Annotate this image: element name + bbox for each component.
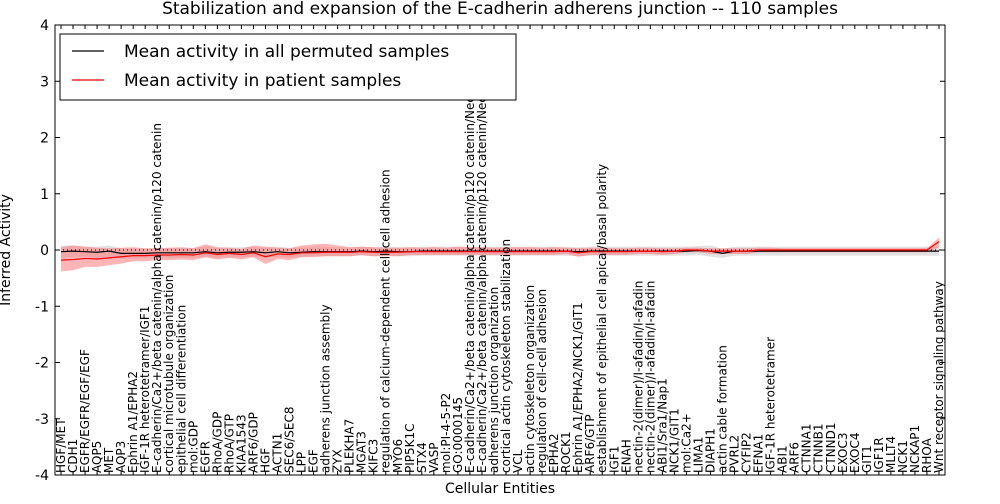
x-tick-label: RhoA/GDP	[210, 412, 224, 473]
x-tick-label: CYFIP2	[740, 432, 754, 473]
x-tick-label: Ephrin A1/EPHA2/NCK1/GIT1	[571, 302, 585, 473]
x-tick-label: nectin-2(dimer)/I-afadin/I-afadin	[643, 281, 657, 473]
x-tick-label: E-cadherin/Ca2+/beta catenin/alpha caten…	[463, 80, 477, 473]
x-tick-label: cortical actin cytoskeleton stabilizatio…	[499, 239, 513, 473]
x-tick-label: VCL	[511, 449, 525, 473]
x-tick-label: IGF-1R heterotetramer	[764, 337, 778, 473]
x-tick-label: establishment of epithelial cell apical/…	[595, 164, 609, 473]
x-tick-label: EGFR	[198, 441, 212, 473]
x-tick-label: DIAPH1	[703, 428, 717, 473]
legend-box	[59, 33, 517, 101]
x-tick-label: HGF/MET	[54, 418, 68, 473]
y-tick-label: -3	[35, 412, 49, 428]
plot-frame	[54, 24, 946, 476]
y-tick-label: 4	[40, 18, 49, 34]
y-axis-label: Inferred Activity	[0, 194, 14, 306]
x-tick-label: RHOA	[920, 437, 934, 473]
series-line-patient	[60, 241, 940, 261]
x-tick-label: ROCK1	[559, 431, 573, 473]
y-tick-label: -4	[35, 468, 49, 484]
x-tick-label: NCK1/GIT1	[667, 408, 681, 473]
x-tick-label: MLLT4	[884, 436, 898, 473]
chart-title: Stabilization and expansion of the E-cad…	[162, 0, 838, 19]
x-tick-label: actin cable formation	[716, 345, 730, 473]
x-tick-label: adherens junction assembly	[319, 304, 333, 473]
x-tick-label: Wnt receptor signaling pathway	[932, 281, 946, 473]
x-tick-label: MYO6	[391, 439, 405, 473]
x-tick-label: NCKAP1	[908, 425, 922, 473]
x-tick-label: NCK1	[896, 440, 910, 473]
legend: Mean activity in all permuted samples Me…	[59, 33, 517, 101]
x-tick-label: AQP5	[90, 441, 104, 473]
x-tick-label: IGF1R	[872, 437, 886, 473]
confidence-band-patient	[61, 237, 939, 272]
x-tick-label: AQP3	[114, 441, 128, 473]
x-tick-label: MGAT3	[355, 431, 369, 473]
x-tick-label: Ephrin A1/EPHA2	[126, 371, 140, 473]
x-tick-label: IGF1	[607, 446, 621, 473]
x-tick-label: EGF	[307, 449, 321, 473]
x-tick-label: EFNA1	[752, 434, 766, 473]
x-tick-label: epithelial cell differentiation	[174, 305, 188, 473]
legend-label-permuted: Mean activity in all permuted samples	[124, 42, 449, 62]
x-tick-label: cortical microtubule organization	[162, 275, 176, 473]
x-tick-label: IGF-1R heterotetramer/IGF1	[138, 306, 152, 473]
x-tick-label: PLEKHA7	[343, 419, 357, 473]
x-tick-label: regulation of cell-cell adhesion	[535, 289, 549, 473]
x-tick-label: E-cadherin/Ca2+/beta catenin/alpha caten…	[475, 80, 489, 473]
y-tick-label: 0	[40, 243, 49, 259]
x-tick-label: ZYX	[331, 449, 345, 473]
x-tick-label: E-cadherin/Ca2+/beta catenin/alpha caten…	[150, 123, 164, 473]
x-tick-label: CDH1	[66, 439, 80, 473]
x-tick-label: EPHA2	[547, 433, 561, 473]
legend-label-patient: Mean activity in patient samples	[124, 71, 401, 91]
x-tick-label: RhoA/GTP	[222, 414, 236, 473]
x-tick-label: ARF6	[788, 442, 802, 473]
y-tick-label: -2	[35, 356, 49, 372]
y-tick-label: -1	[35, 299, 49, 315]
x-tick-label: HGF	[258, 448, 272, 473]
x-tick-label: ABI1	[776, 445, 790, 473]
x-tick-label: LPP	[295, 452, 309, 473]
x-tick-label: adherens junction organization	[487, 287, 501, 473]
x-tick-label: EXOC4	[848, 433, 862, 474]
x-tick-label: CTNNB1	[812, 423, 826, 473]
x-tick-label: EXOC3	[836, 433, 850, 474]
x-tick-label: KIFC3	[367, 439, 381, 473]
x-tick-label: actin cytoskeleton organization	[523, 285, 537, 473]
x-tick-label: SEC6/SEC8	[283, 407, 297, 473]
x-tick-label: GIT1	[860, 445, 874, 473]
x-tick-label: CTNNA1	[800, 423, 814, 473]
x-tick-label: ABI1/Sra1/Nap1	[655, 378, 669, 473]
y-tick-label: 1	[40, 187, 49, 203]
x-tick-label: KIAA1543	[234, 414, 248, 473]
x-tick-label: nectin-2(dimer)/I-afadin/I-afadin	[631, 281, 645, 473]
x-tick-label: regulation of calcium-dependent cell-cel…	[379, 169, 393, 473]
x-tick-label: EGFR/EGFR/EGF/EGF	[78, 349, 92, 473]
x-tick-label: mol:PI-4-5-P2	[439, 393, 453, 473]
x-tick-label: GO:0000145	[451, 397, 465, 473]
x-tick-label: ACTN1	[270, 433, 284, 473]
x-tick-label: PIP5K1C	[403, 423, 417, 473]
x-tick-label: PVRL2	[728, 435, 742, 473]
x-tick-label: ARF6/GTP	[583, 414, 597, 473]
x-axis-label: Cellular Entities	[445, 481, 555, 497]
x-tick-label: LIMA1	[691, 437, 705, 473]
x-tick-label: STX4	[415, 442, 429, 473]
y-tick-label: 3	[40, 74, 49, 90]
y-tick-label: 2	[40, 131, 49, 147]
x-tick-label: mol:GDP	[186, 421, 200, 473]
x-tick-label: mol:Ca2+	[679, 413, 693, 473]
x-tick-label: MET	[102, 447, 116, 473]
x-tick-label: CTNND1	[824, 422, 838, 473]
x-tick-label: VASP	[427, 442, 441, 473]
x-tick-label: ENAH	[619, 439, 633, 473]
x-tick-label: ARF6/GDP	[246, 412, 260, 473]
